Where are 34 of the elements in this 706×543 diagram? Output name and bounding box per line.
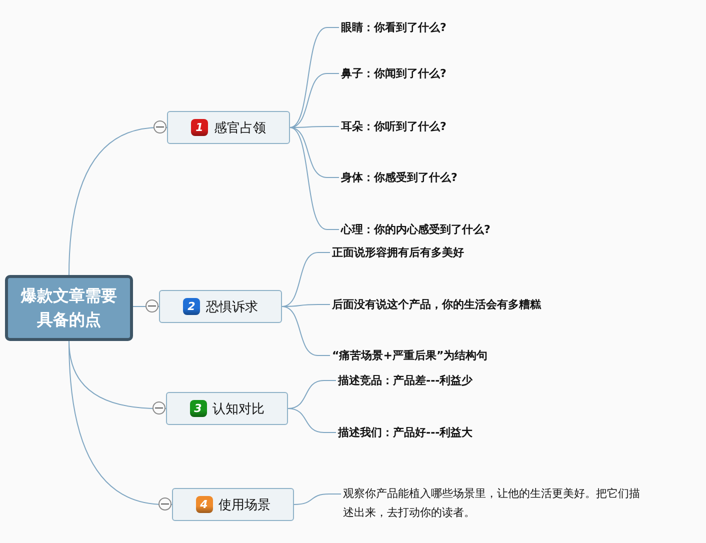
central-topic-box — [5, 275, 133, 341]
connector-line — [290, 73, 340, 128]
topic-label: 认知对比 — [212, 400, 264, 418]
subtopic-text: 耳朵：你听到了什么? — [339, 117, 448, 136]
priority-badge: 1 — [191, 119, 208, 136]
priority-badge: 2 — [183, 298, 200, 315]
subtopic-text: 描述我们：产品好---利益大 — [336, 423, 475, 442]
subtopic-text: 观察你产品能植入哪些场景里，让他的生活更美好。把它们描述出来，去打动你的读者。 — [341, 484, 645, 522]
subtopic-text: 正面说形容拥有后有多美好 — [330, 243, 466, 262]
topic-box — [172, 488, 294, 521]
topic-box — [159, 290, 282, 323]
priority-badge: 4 — [196, 496, 212, 513]
connector-line — [290, 27, 340, 128]
connector-line — [290, 127, 340, 178]
connector-line — [294, 494, 342, 505]
connector-line — [282, 306, 330, 356]
topic-label: 感官占领 — [214, 120, 266, 136]
connector-line — [282, 252, 330, 307]
connector-line — [282, 304, 330, 307]
subtopic-text: 身体：你感受到了什么? — [339, 168, 460, 187]
priority-badge: 3 — [190, 400, 206, 417]
subtopic-text: 鼻子：你闻到了什么? — [339, 64, 448, 83]
central-topic-label: 爆款文章需要具备的点 — [20, 285, 118, 331]
subtopic-text: “痛苦场景+严重后果”为结构句 — [330, 346, 490, 365]
topic-box — [167, 111, 290, 144]
topic-label: 恐惧诉求 — [206, 298, 258, 316]
topic-box — [166, 392, 288, 425]
subtopic-text: 眼睛：你看到了什么? — [339, 18, 448, 37]
topic-label: 使用场景 — [218, 496, 270, 514]
connector-line — [288, 408, 336, 433]
subtopic-text: 描述竞品：产品差---利益少 — [336, 371, 475, 390]
connector-line — [290, 127, 340, 230]
subtopic-text: 后面没有说这个产品，你的生活会有多糟糕 — [330, 295, 543, 314]
subtopic-text: 心理：你的内心感受到了什么? — [339, 220, 492, 239]
